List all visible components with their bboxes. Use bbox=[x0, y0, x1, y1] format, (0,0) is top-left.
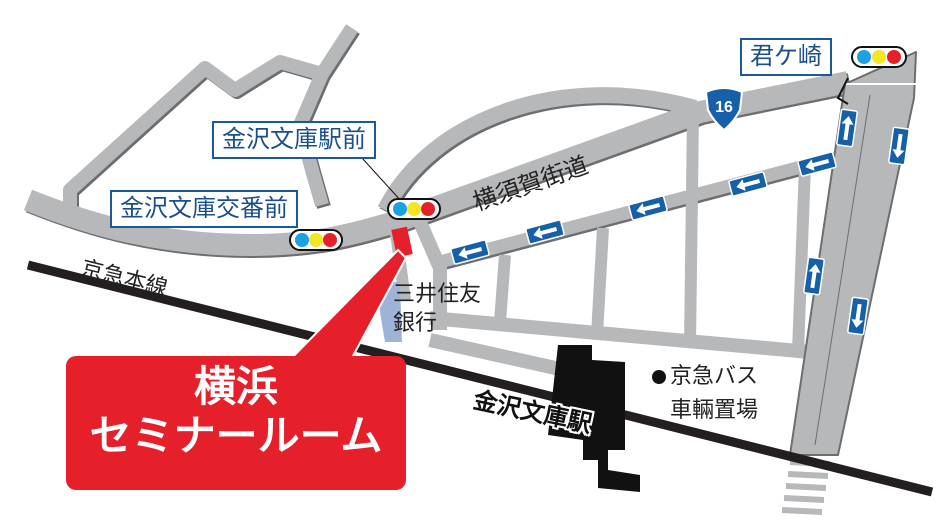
traffic-light-icon bbox=[387, 198, 441, 220]
road-bank-street bbox=[413, 219, 447, 330]
one-way-down-arrow-icon bbox=[888, 126, 910, 166]
one-way-up-arrow-icon bbox=[836, 108, 858, 148]
crosswalk bbox=[781, 459, 831, 515]
station-building bbox=[548, 345, 640, 492]
label-kimigasaki: 君ケ崎 bbox=[740, 38, 832, 76]
one-way-up-arrow-icon bbox=[803, 256, 825, 296]
destination-callout: 横浜 セミナールーム bbox=[66, 356, 406, 490]
one-way-left-arrow-icon bbox=[728, 171, 768, 197]
one-way-left-arrow-icon bbox=[525, 219, 565, 245]
route-16-shield-icon: 16 bbox=[704, 87, 744, 132]
label-bank-line1: 三井住友 bbox=[393, 282, 482, 307]
route-number: 16 bbox=[715, 99, 733, 116]
destination-name-line2: セミナールーム bbox=[89, 411, 383, 461]
label-bank-line2: 銀行 bbox=[393, 311, 438, 336]
label-bus-depot-line2: 車輛置場 bbox=[670, 398, 759, 423]
traffic-light-icon bbox=[851, 46, 907, 68]
railway-keikyu-line bbox=[26, 260, 934, 497]
road-yokosuka-kaido bbox=[23, 71, 851, 256]
label-kanazawabunko-ekimae: 金沢文庫駅前 bbox=[212, 121, 376, 159]
bus-depot-dot-icon bbox=[652, 370, 666, 384]
one-way-left-arrow-icon bbox=[797, 151, 837, 177]
road-arc bbox=[377, 87, 698, 214]
one-way-left-arrow-icon bbox=[628, 195, 668, 221]
destination-name-line1: 横浜 bbox=[193, 362, 278, 411]
label-kanazawabunko-kobanmae: 金沢文庫交番前 bbox=[110, 190, 298, 228]
traffic-light-icon bbox=[289, 229, 343, 251]
destination-marker bbox=[391, 226, 413, 258]
one-way-down-arrow-icon bbox=[847, 296, 869, 336]
road-south bbox=[429, 311, 811, 359]
label-bus-depot-line1: 京急バス bbox=[670, 364, 759, 389]
one-way-left-arrow-icon bbox=[450, 239, 490, 265]
